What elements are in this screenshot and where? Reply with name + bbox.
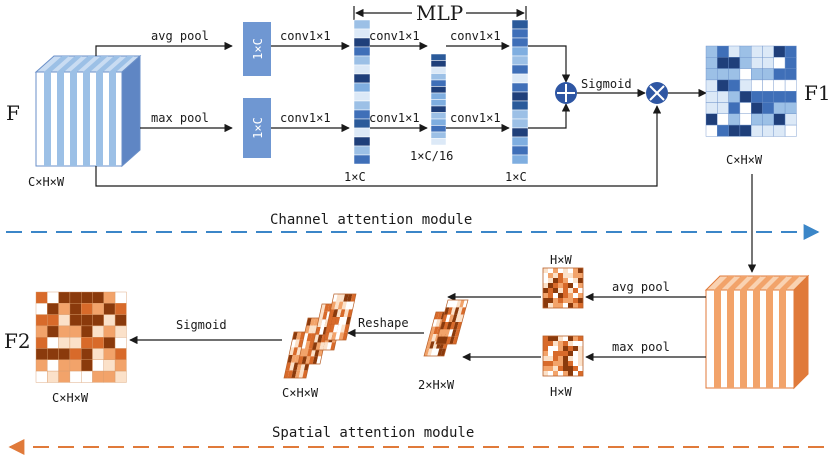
hw-max-map <box>542 335 584 377</box>
sigmoid-bottom-label: Sigmoid <box>176 318 227 332</box>
vec2-dims-label: 1×C/16 <box>410 149 453 163</box>
chw-spatial-label: C×H×W <box>282 386 319 400</box>
input-dims-label: C×H×W <box>28 175 65 189</box>
sum-node-icon <box>555 82 577 104</box>
conv-a-top-label: conv1×1 <box>280 29 331 43</box>
mlp-bracket <box>353 6 527 20</box>
max-pool-vector <box>243 98 271 158</box>
mlp-label: MLP <box>416 1 463 25</box>
mlp-vector-1 <box>353 19 371 165</box>
avg-pool-top-label: avg pool <box>151 29 209 43</box>
f1-dims-label: C×H×W <box>726 153 763 167</box>
max-pool-top-label: max pool <box>151 111 209 125</box>
two-hw-label: 2×H×W <box>418 378 455 392</box>
skip-connection-arrow <box>95 105 662 187</box>
sigmoid-top-label: Sigmoid <box>581 77 632 91</box>
avg-pool-bottom-label: avg pool <box>612 280 670 294</box>
conv-b-top-label: conv1×1 <box>369 29 420 43</box>
reshape-label: Reshape <box>358 316 409 330</box>
input-feature-cube <box>34 54 142 168</box>
bottom-to-sum-arrow <box>528 103 571 129</box>
spatial-module-label: Spatial attention module <box>272 425 474 441</box>
vec1-dims-label: 1×C <box>344 170 366 184</box>
multiply-node-icon <box>646 82 668 104</box>
channel-module-label: Channel attention module <box>270 212 472 228</box>
top-to-sum-arrow <box>528 45 571 83</box>
hw-top-label: H×W <box>550 253 572 267</box>
avg-pool-branch-arrow <box>95 41 233 56</box>
reshaped-maps <box>283 293 357 379</box>
mlp-vector-3 <box>511 19 529 165</box>
hw-bottom-label: H×W <box>550 385 572 399</box>
conv-c-top-label: conv1×1 <box>450 29 501 43</box>
mlp-vector-2 <box>430 53 447 146</box>
spatial-input-cube <box>704 274 810 390</box>
f2-feature-grid <box>35 291 127 383</box>
vec3-dims-label: 1×C <box>505 170 527 184</box>
concat-maps <box>423 299 469 357</box>
f2-dims-label: C×H×W <box>52 391 89 405</box>
f1-feature-grid <box>705 45 797 137</box>
hw-avg-map <box>542 267 584 309</box>
input-feature-label: F <box>6 101 20 125</box>
avg-pool-vector-label: 1×C <box>251 38 265 60</box>
avg-pool-vector <box>243 22 271 76</box>
conv-b-bottom-label: conv1×1 <box>369 111 420 125</box>
f1-label: F1 <box>804 81 829 105</box>
conv-a-bottom-label: conv1×1 <box>280 111 331 125</box>
max-pool-bottom-label: max pool <box>612 340 670 354</box>
max-pool-vector-label: 1×C <box>251 117 265 139</box>
conv-c-bottom-label: conv1×1 <box>450 111 501 125</box>
f2-label: F2 <box>4 329 31 353</box>
